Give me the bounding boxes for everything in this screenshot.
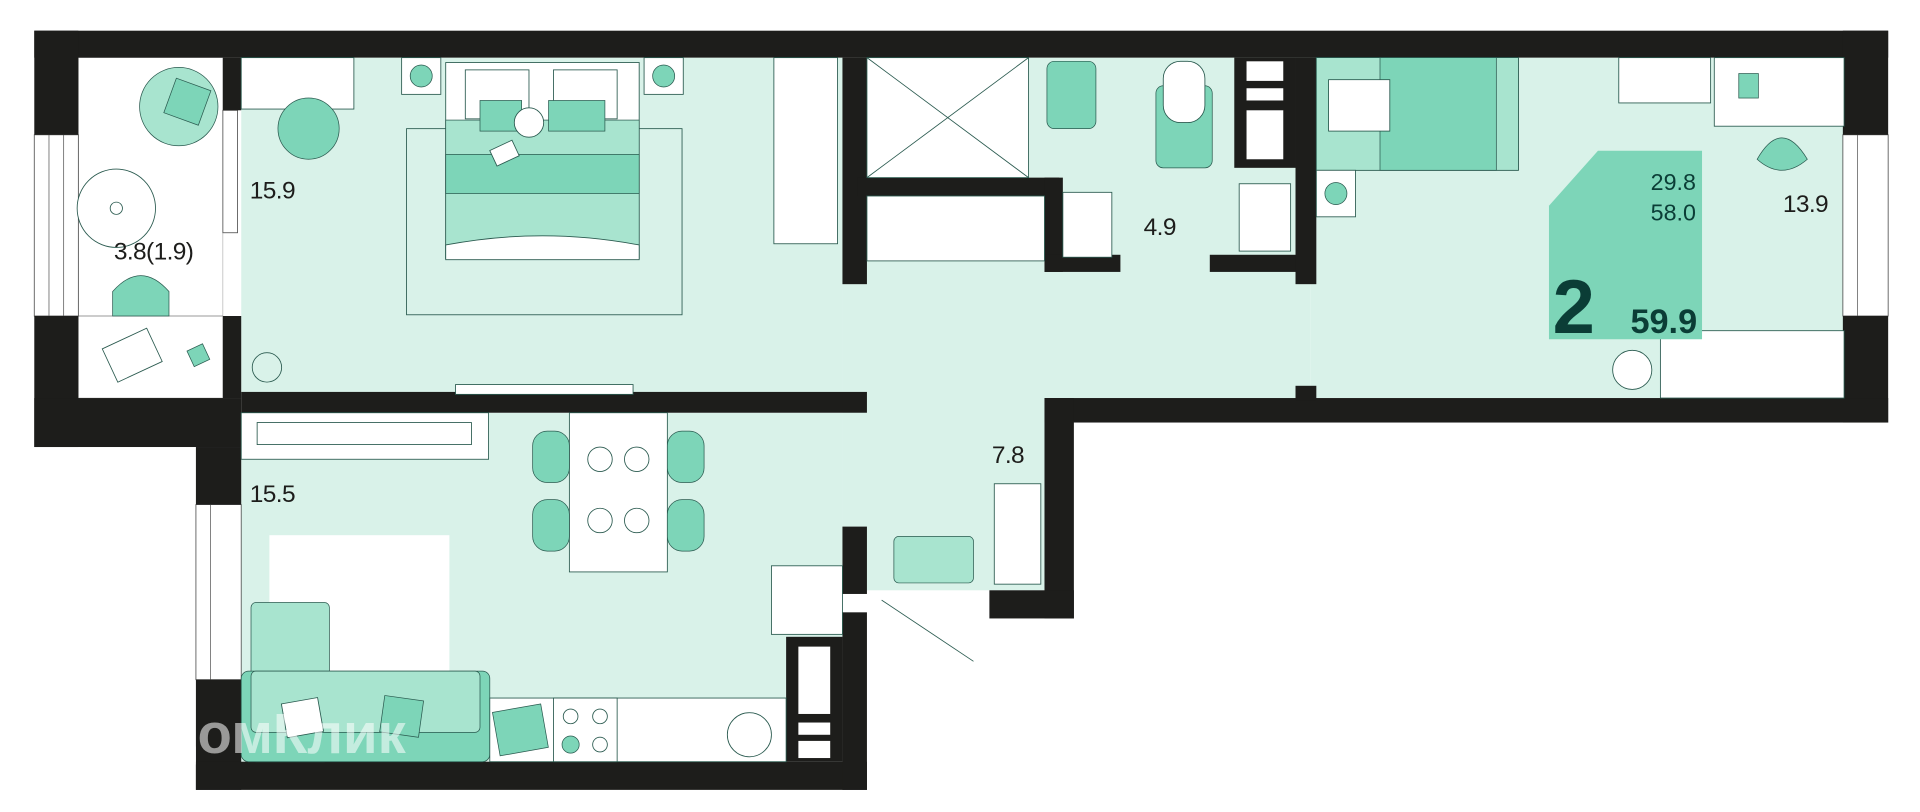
domclick-watermark: ДомКлик: [73, 683, 407, 770]
balcony-furniture: [76, 67, 219, 383]
walls: [34, 30, 1889, 790]
rooms-count: 2: [1553, 265, 1595, 350]
bedroom-1-furniture: [240, 57, 838, 395]
living-kitchen-furniture: [240, 412, 843, 763]
room-area-bathroom: 4.9: [1144, 214, 1176, 241]
hall-furniture: [881, 483, 1042, 662]
bedroom-2-furniture: [1315, 57, 1845, 399]
room-area-hall: 7.8: [992, 442, 1024, 469]
total-area: 59.9: [1630, 303, 1697, 341]
area-without-balcony: 58.0: [1651, 199, 1696, 225]
apartment-summary-badge: 29.8 58.0 2 59.9: [1548, 150, 1703, 350]
room-area-balcony: 3.8(1.9): [114, 239, 193, 266]
living-area: 29.8: [1651, 169, 1696, 195]
room-area-kitchen-living: 15.5: [250, 481, 295, 508]
svg-text:ДомКлик: ДомКлик: [157, 702, 407, 765]
windows: [33, 109, 1889, 681]
room-labels: 15.9 3.8(1.9) 4.9 13.9 15.5 7.8: [114, 177, 1829, 508]
room-area-bedroom-2: 13.9: [1783, 191, 1828, 218]
room-area-bedroom-1: 15.9: [250, 177, 295, 204]
bathroom-furniture: [866, 57, 1292, 262]
